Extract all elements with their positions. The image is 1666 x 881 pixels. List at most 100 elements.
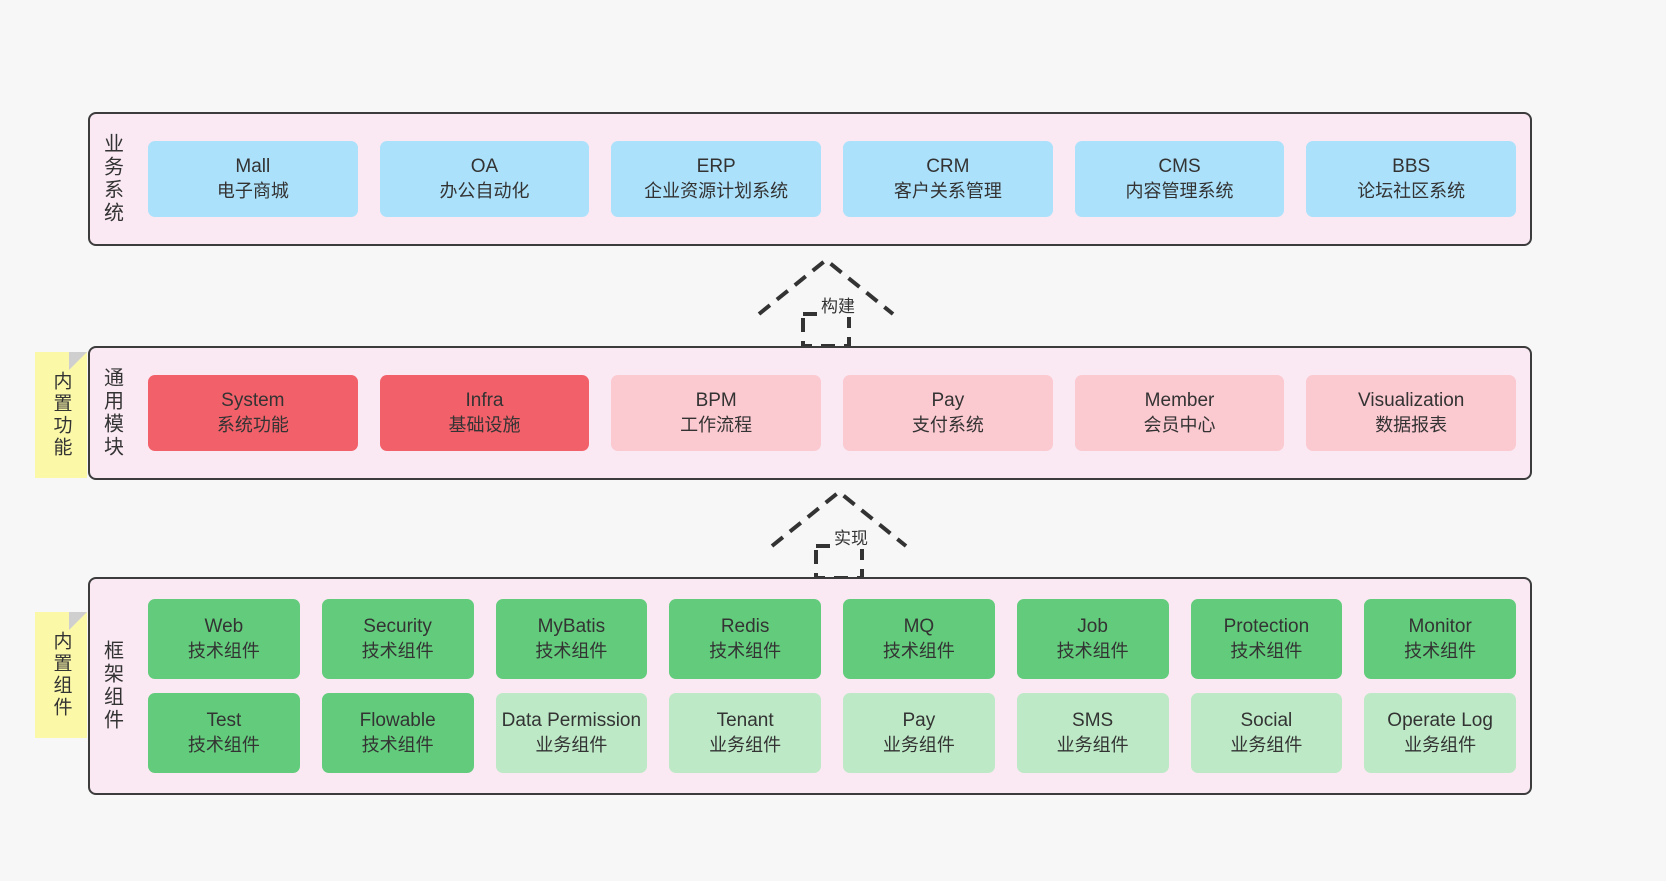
node-title: Security — [363, 616, 432, 638]
node-bbs[interactable]: BBS 论坛社区系统 — [1306, 141, 1517, 217]
layer-body-common-modules: System 系统功能 Infra 基础设施 BPM 工作流程 Pay 支付系统… — [134, 348, 1530, 478]
node-visualization[interactable]: Visualization 数据报表 — [1306, 375, 1517, 451]
node-infra[interactable]: Infra 基础设施 — [379, 375, 590, 451]
node-subtitle: 业务组件 — [709, 734, 782, 755]
node-crm[interactable]: CRM 客户关系管理 — [843, 141, 1053, 217]
node-subtitle: 企业资源计划系统 — [644, 180, 789, 201]
node-title: Mall — [235, 156, 271, 178]
node-job[interactable]: Job 技术组件 — [1016, 599, 1169, 679]
node-subtitle: 客户关系管理 — [893, 180, 1002, 201]
node-subtitle: 技术组件 — [361, 640, 434, 661]
connector-realize-label: 实现 — [832, 524, 870, 549]
node-subtitle: 业务组件 — [1230, 734, 1303, 755]
node-system[interactable]: System 系统功能 — [148, 375, 358, 451]
node-title: CRM — [926, 156, 970, 178]
layer-row: Mall 电子商城 OA 办公自动化 ERP 企业资源计划系统 CRM 客户关系… — [148, 141, 1517, 217]
node-subtitle: 系统功能 — [216, 414, 289, 435]
node-subtitle: 论坛社区系统 — [1357, 180, 1466, 201]
node-subtitle: 办公自动化 — [439, 180, 530, 201]
node-subtitle: 技术组件 — [361, 734, 434, 755]
node-title: SMS — [1072, 710, 1114, 732]
node-web[interactable]: Web 技术组件 — [148, 599, 300, 679]
node-subtitle: 技术组件 — [187, 734, 260, 755]
node-member[interactable]: Member 会员中心 — [1074, 375, 1285, 451]
node-subtitle: 基础设施 — [448, 414, 521, 435]
node-subtitle: 业务组件 — [882, 734, 955, 755]
node-security[interactable]: Security 技术组件 — [321, 599, 474, 679]
node-test[interactable]: Test 技术组件 — [148, 693, 300, 773]
node-subtitle: 技术组件 — [882, 640, 955, 661]
node-title: MQ — [903, 616, 935, 638]
sticky-note-label: 内置功能 — [50, 371, 72, 459]
node-title: Flowable — [359, 710, 436, 732]
node-title: System — [221, 390, 285, 412]
node-title: Web — [204, 616, 244, 638]
node-pay-component[interactable]: Pay 业务组件 — [843, 693, 995, 773]
node-subtitle: 工作流程 — [680, 414, 753, 435]
connector-build-label: 构建 — [819, 292, 857, 317]
node-sms[interactable]: SMS 业务组件 — [1016, 693, 1169, 773]
node-subtitle: 技术组件 — [535, 640, 608, 661]
sticky-note-builtin-functions: 内置功能 — [35, 352, 87, 478]
node-pay-module[interactable]: Pay 支付系统 — [843, 375, 1053, 451]
connector-build: 构建 — [757, 257, 907, 348]
node-subtitle: 业务组件 — [535, 734, 608, 755]
node-title: ERP — [696, 156, 736, 178]
layer-body-framework-components: Web 技术组件 Security 技术组件 MyBatis 技术组件 Redi… — [134, 579, 1530, 793]
sticky-note-builtin-components: 内置组件 — [35, 612, 87, 738]
node-title: Pay — [931, 390, 965, 412]
node-title: Data Permission — [501, 710, 642, 732]
node-title: Infra — [465, 390, 504, 412]
layer-title-framework-components: 框架组件 — [100, 640, 123, 732]
node-title: Protection — [1223, 616, 1310, 638]
node-tenant[interactable]: Tenant 业务组件 — [669, 693, 821, 773]
node-flowable[interactable]: Flowable 技术组件 — [321, 693, 474, 773]
node-subtitle: 技术组件 — [1404, 640, 1477, 661]
node-subtitle: 支付系统 — [911, 414, 984, 435]
node-title: BBS — [1392, 156, 1431, 178]
node-title: MyBatis — [537, 616, 606, 638]
node-bpm[interactable]: BPM 工作流程 — [611, 375, 822, 451]
node-title: OA — [470, 156, 499, 178]
node-subtitle: 数据报表 — [1375, 414, 1448, 435]
node-mybatis[interactable]: MyBatis 技术组件 — [495, 599, 648, 679]
node-mq[interactable]: MQ 技术组件 — [843, 599, 995, 679]
node-redis[interactable]: Redis 技术组件 — [669, 599, 821, 679]
node-title: CMS — [1158, 156, 1201, 178]
layer-title-business-system: 业务系统 — [100, 133, 123, 225]
node-erp[interactable]: ERP 企业资源计划系统 — [611, 141, 822, 217]
node-title: BPM — [695, 390, 737, 412]
layer-row: System 系统功能 Infra 基础设施 BPM 工作流程 Pay 支付系统… — [148, 375, 1517, 451]
layer-common-modules: 通用模块 System 系统功能 Infra 基础设施 BPM 工作流程 Pay… — [88, 346, 1532, 480]
node-subtitle: 内容管理系统 — [1125, 180, 1234, 201]
node-title: Member — [1144, 390, 1215, 412]
node-title: Test — [206, 710, 242, 732]
node-mall[interactable]: Mall 电子商城 — [148, 141, 358, 217]
layer-title-common-modules: 通用模块 — [100, 367, 123, 459]
node-subtitle: 会员中心 — [1143, 414, 1216, 435]
node-subtitle: 技术组件 — [1230, 640, 1303, 661]
node-cms[interactable]: CMS 内容管理系统 — [1074, 141, 1285, 217]
sticky-note-label: 内置组件 — [50, 631, 72, 719]
node-title: Redis — [720, 616, 770, 638]
node-title: Social — [1240, 710, 1293, 732]
node-monitor[interactable]: Monitor 技术组件 — [1364, 599, 1516, 679]
layer-row: Test 技术组件 Flowable 技术组件 Data Permission … — [148, 693, 1516, 773]
node-protection[interactable]: Protection 技术组件 — [1190, 599, 1343, 679]
node-oa[interactable]: OA 办公自动化 — [379, 141, 590, 217]
node-subtitle: 技术组件 — [709, 640, 782, 661]
node-title: Job — [1077, 616, 1108, 638]
node-title: Monitor — [1408, 616, 1472, 638]
node-social[interactable]: Social 业务组件 — [1190, 693, 1343, 773]
node-subtitle: 业务组件 — [1404, 734, 1477, 755]
connector-realize: 实现 — [770, 489, 920, 580]
node-subtitle: 技术组件 — [187, 640, 260, 661]
layer-business-system: 业务系统 Mall 电子商城 OA 办公自动化 ERP 企业资源计划系统 CRM… — [88, 112, 1532, 246]
node-operate-log[interactable]: Operate Log 业务组件 — [1364, 693, 1516, 773]
node-subtitle: 业务组件 — [1056, 734, 1129, 755]
layer-row: Web 技术组件 Security 技术组件 MyBatis 技术组件 Redi… — [148, 599, 1516, 679]
node-title: Visualization — [1358, 390, 1465, 412]
layer-framework-components: 框架组件 Web 技术组件 Security 技术组件 MyBatis 技术组件… — [88, 577, 1532, 795]
node-data-permission[interactable]: Data Permission 业务组件 — [495, 693, 648, 773]
